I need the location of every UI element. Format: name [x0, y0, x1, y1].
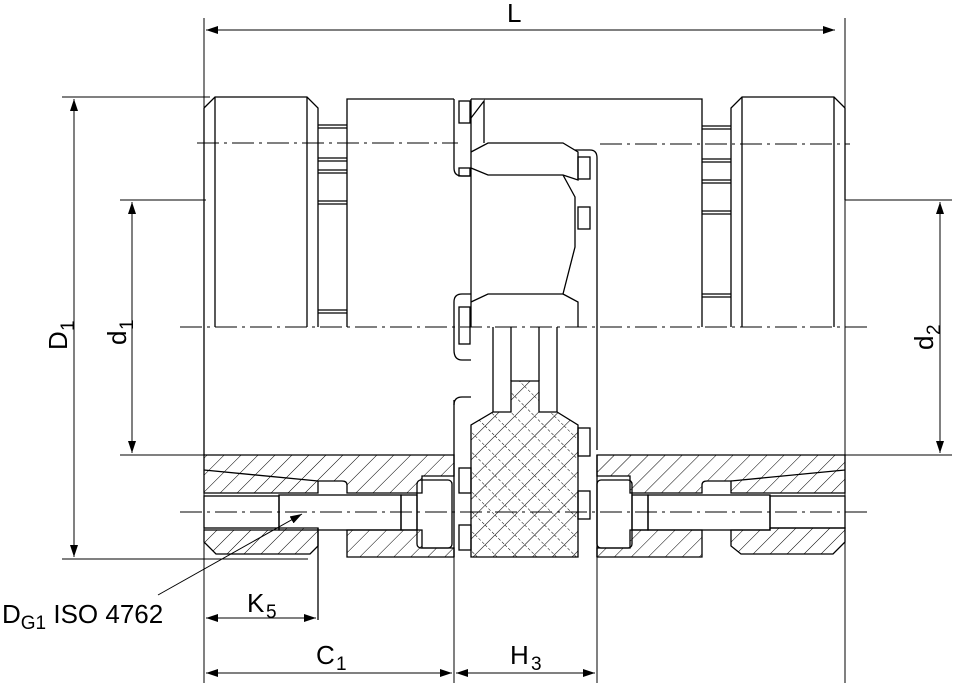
svg-text:1: 1 — [336, 654, 347, 675]
right-hub-section — [596, 454, 846, 558]
label-K5: K — [247, 588, 265, 618]
label-C1: C — [316, 640, 335, 670]
svg-text:3: 3 — [531, 654, 542, 675]
svg-text:1: 1 — [58, 320, 79, 331]
left-hub-section — [203, 454, 455, 620]
elastomer-insert — [453, 380, 598, 558]
dimension-D1: D 1 — [43, 96, 308, 560]
callout-label: DG1 ISO 4762 — [2, 599, 163, 634]
callout-DG1: DG1 ISO 4762 — [2, 513, 303, 634]
label-d1: d — [102, 331, 132, 345]
label-H3: H — [510, 640, 529, 670]
label-D1: D — [43, 331, 73, 350]
right-hub-upper — [598, 96, 846, 327]
label-L: L — [507, 0, 521, 28]
label-d2: d — [909, 336, 939, 350]
dimension-H3: H 3 — [456, 557, 598, 683]
dimension-K5: K 5 — [203, 455, 316, 683]
dimension-L: L — [203, 0, 846, 683]
svg-text:5: 5 — [266, 602, 277, 623]
centerlines — [180, 142, 870, 513]
dimension-C1: C 1 — [206, 557, 455, 683]
dimension-d1: d 1 — [102, 199, 206, 456]
left-hub-upper — [203, 96, 454, 455]
svg-text:2: 2 — [924, 324, 945, 335]
svg-text:1: 1 — [117, 319, 138, 330]
center-jaw-upper — [453, 98, 598, 450]
